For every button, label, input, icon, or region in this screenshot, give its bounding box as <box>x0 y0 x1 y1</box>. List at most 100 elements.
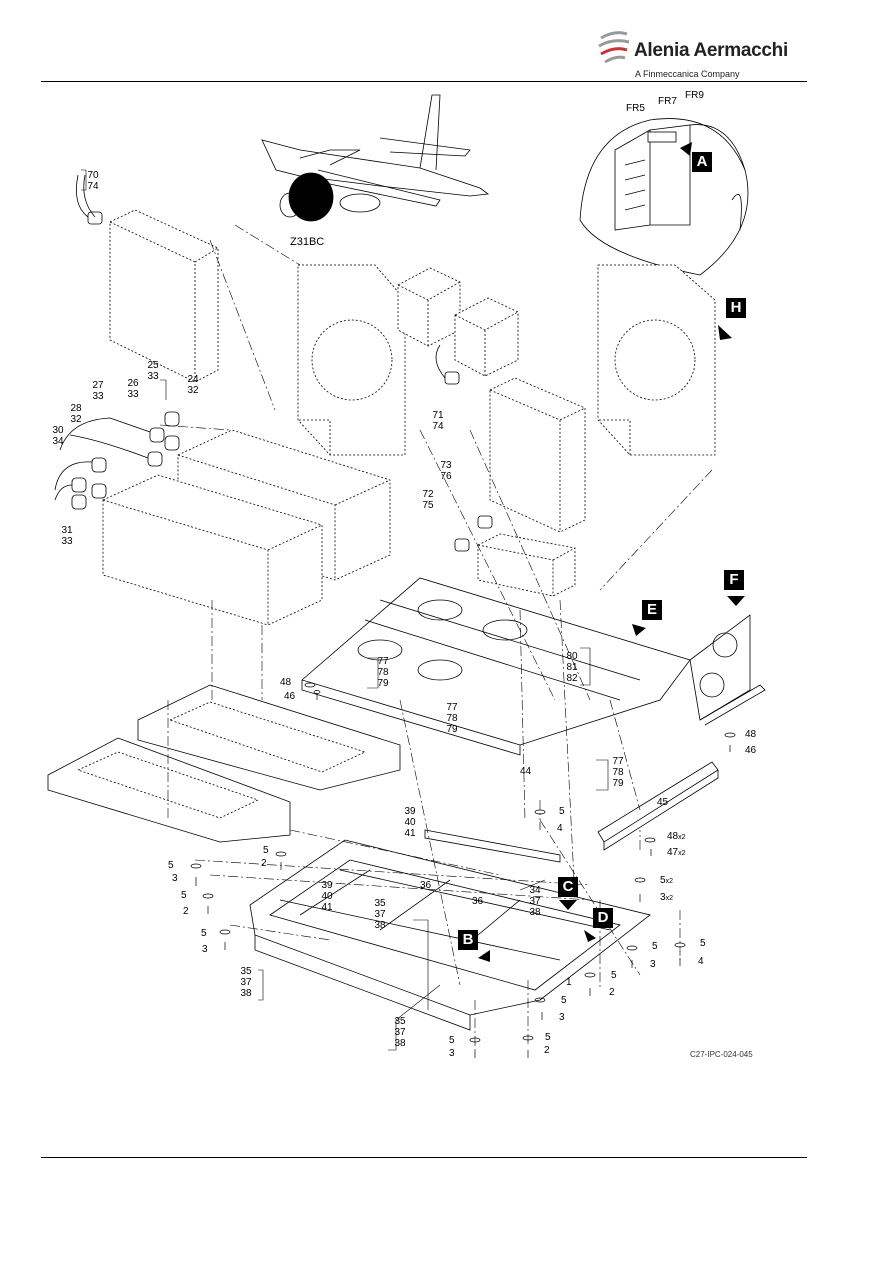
callout-4-top: 4 <box>557 823 563 834</box>
callout-number: 33 <box>127 389 139 400</box>
view-b-label: B <box>458 930 478 950</box>
callout-72-75: 72 75 <box>418 489 438 511</box>
callout-number: 79 <box>377 678 389 689</box>
arrow-b-icon <box>478 950 490 962</box>
callout-36-lower: 36 <box>472 896 484 907</box>
frame-label-fr7: FR7 <box>658 96 677 107</box>
bracket-f <box>689 614 766 726</box>
callout-34-37-38: 34 37 38 <box>525 885 545 918</box>
callout-number: 82 <box>566 673 578 684</box>
callout-number: 38 <box>374 920 386 931</box>
callout-number: 40 <box>321 891 333 902</box>
callout-5-left2: 5 <box>181 890 187 901</box>
header-rule <box>41 81 807 82</box>
view-f-callout: F <box>724 570 744 592</box>
arrow-c-icon <box>559 900 577 910</box>
callout-2-left2: 2 <box>183 906 189 917</box>
callout-47-x2: 47x2 <box>667 847 686 859</box>
callout-number: 31 <box>61 525 73 536</box>
callout-number: 38 <box>394 1038 406 1049</box>
callout-48-x2: 48x2 <box>667 831 686 843</box>
middle-unit <box>489 377 586 533</box>
callout-number: 32 <box>187 385 199 396</box>
wire-71 <box>435 344 446 379</box>
quantity-suffix: x2 <box>678 834 686 841</box>
callout-number: 39 <box>321 880 333 891</box>
callout-3-left3: 3 <box>202 944 208 955</box>
hardware-icons <box>190 682 736 1058</box>
callout-number: 27 <box>92 380 104 391</box>
callout-36-upper: 36 <box>420 880 432 891</box>
callout-number: 81 <box>566 662 578 673</box>
view-h-label: H <box>726 298 746 318</box>
callout-2-right4: 2 <box>609 987 615 998</box>
callout-number: 37 <box>529 896 541 907</box>
view-a-callout: A <box>692 152 712 174</box>
right-panel <box>597 264 716 456</box>
view-b-callout: B <box>458 930 478 952</box>
callout-35-37-38-left: 35 37 38 <box>236 966 256 999</box>
company-logo: Alenia Aermacchi A Finmeccanica Company <box>597 28 797 80</box>
callout-39-40-41-top: 39 40 41 <box>400 806 420 839</box>
callout-5-left1: 5 <box>168 860 174 871</box>
callout-number: 41 <box>321 902 333 913</box>
callout-number: 78 <box>446 713 458 724</box>
arrow-e-icon <box>632 624 646 636</box>
callout-number: 47 <box>667 847 679 858</box>
connector-cluster <box>54 411 180 510</box>
callout-number: 73 <box>440 460 452 471</box>
callout-5-right1: 5x2 <box>660 875 673 887</box>
callout-number: 77 <box>377 656 389 667</box>
callout-5-bottom2: 5 <box>545 1032 551 1043</box>
view-d-label: D <box>593 908 613 928</box>
callout-1: 1 <box>566 977 572 988</box>
callout-number: 37 <box>374 909 386 920</box>
arrow-d-icon <box>584 930 596 942</box>
callout-77-78-79-left: 77 78 79 <box>373 656 393 689</box>
arrow-f-icon <box>727 596 745 606</box>
callout-number: 75 <box>422 500 434 511</box>
view-e-callout: E <box>642 600 662 622</box>
callout-5-bottom1: 5 <box>561 995 567 1006</box>
swoosh-logo-icon <box>598 31 630 64</box>
callout-number: 33 <box>147 371 159 382</box>
label-brackets <box>81 169 609 1051</box>
callout-25-33: 25 33 <box>143 360 163 382</box>
left-panel <box>297 264 406 456</box>
callout-48-right: 48 <box>745 729 757 740</box>
view-a-label: A <box>692 152 712 172</box>
callout-3-bottom1: 3 <box>559 1012 565 1023</box>
callout-number: 38 <box>240 988 252 999</box>
callout-number: 76 <box>440 471 452 482</box>
callout-3-right2: 3 <box>650 959 656 970</box>
view-d-callout: D <box>593 908 613 930</box>
callout-number: 79 <box>612 778 624 789</box>
view-f-label: F <box>724 570 744 590</box>
quantity-suffix: x2 <box>665 895 673 902</box>
callout-number: 26 <box>127 378 139 389</box>
callout-number: 70 <box>87 170 99 181</box>
view-h-callout: H <box>726 298 746 320</box>
callout-5-right2: 5 <box>652 941 658 952</box>
callout-5-center1: 5 <box>263 845 269 856</box>
callout-46-left: 46 <box>284 691 296 702</box>
callout-number: 74 <box>432 421 444 432</box>
frame-label-fr9: FR9 <box>685 90 704 101</box>
arrow-a-icon <box>680 142 692 156</box>
callout-71-74: 71 74 <box>428 410 448 432</box>
zone-label: Z31BC <box>290 236 325 248</box>
callout-28-32: 28 32 <box>66 403 86 425</box>
callout-number: 71 <box>432 410 444 421</box>
view-c-label: C <box>558 877 578 897</box>
callout-48-left: 48 <box>280 677 292 688</box>
callout-number: 35 <box>394 1016 406 1027</box>
callout-24-32: 24 32 <box>183 374 203 396</box>
callout-number: 35 <box>240 966 252 977</box>
callout-number: 39 <box>404 806 416 817</box>
callout-5-left3: 5 <box>201 928 207 939</box>
shelf-plate-44 <box>301 577 691 756</box>
quantity-suffix: x2 <box>678 850 686 857</box>
rail-45 <box>597 761 719 851</box>
